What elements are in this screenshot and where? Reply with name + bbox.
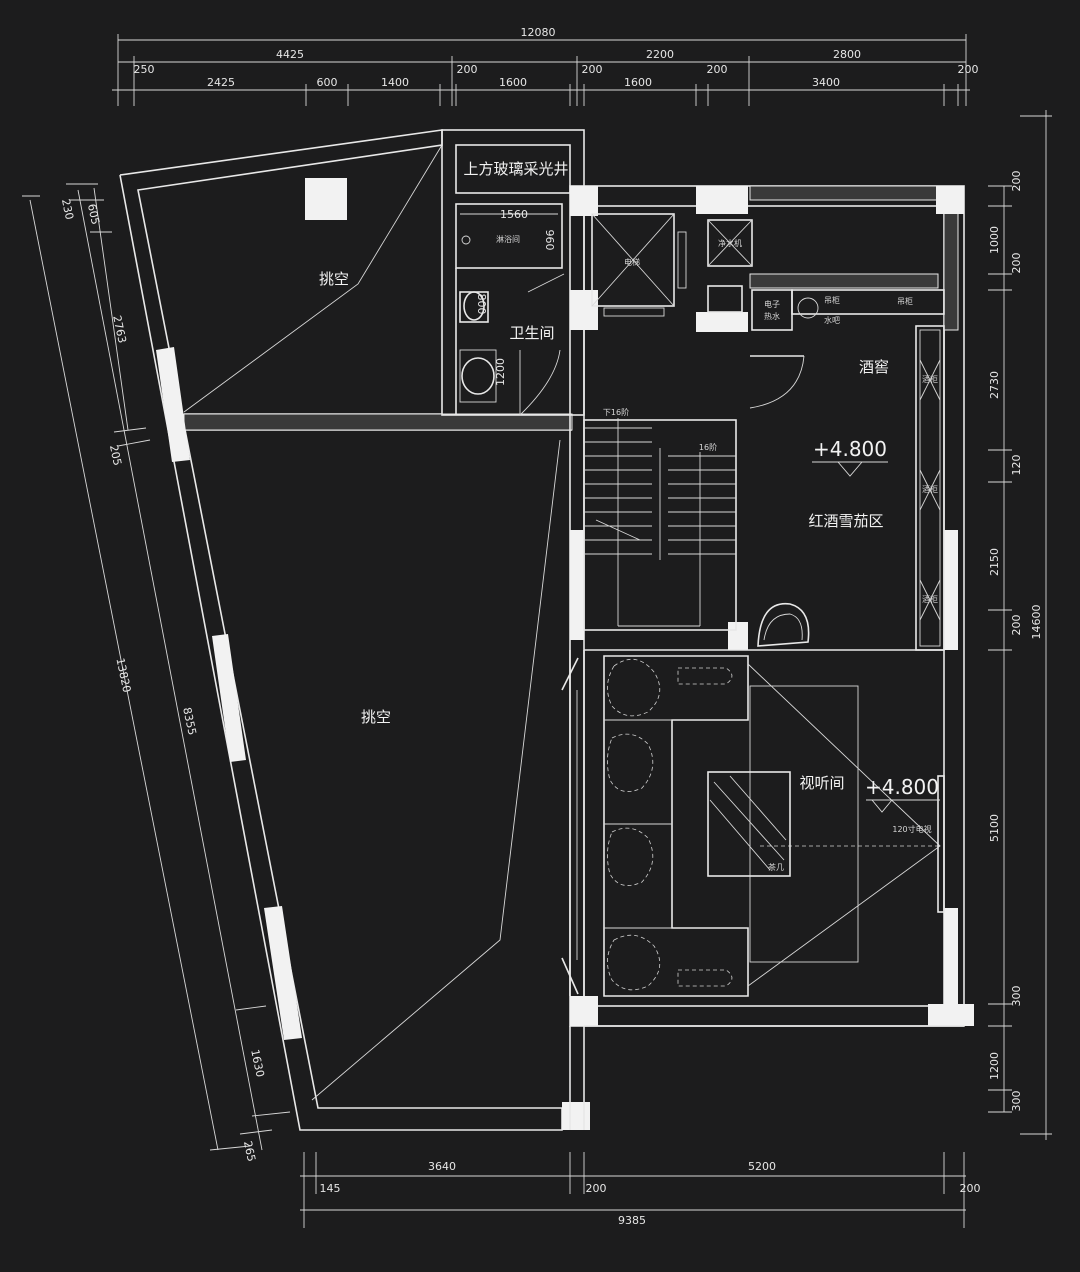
dim-top-250: 250 xyxy=(134,63,155,76)
window-1 xyxy=(156,347,190,462)
water-purifier-label: 净水机 xyxy=(718,238,742,248)
elevation-av: +4.800 xyxy=(865,775,939,799)
column-void xyxy=(305,178,347,220)
dim-top-3400: 3400 xyxy=(812,76,840,89)
dim-right-300b: 300 xyxy=(1010,1091,1023,1112)
room-cigar-area: 红酒雪茄区 xyxy=(808,512,883,530)
dim-bath-1560: 1560 xyxy=(500,208,528,221)
room-skylight: 上方玻璃采光井 xyxy=(463,160,568,178)
bar-label-2: 水吧 xyxy=(824,315,840,325)
right-dimensions: 200 1000 200 2730 120 2150 200 5100 300 … xyxy=(988,110,1052,1140)
dim-bottom-5200: 5200 xyxy=(748,1160,776,1173)
dim-right-200a: 200 xyxy=(1010,171,1023,192)
room-bathroom: 卫生间 xyxy=(509,324,554,342)
dim-left-265: 265 xyxy=(241,1140,258,1163)
dim-top-200b: 200 xyxy=(582,63,603,76)
dim-top-2200: 2200 xyxy=(646,48,674,61)
bar-label-1: 吊柜 xyxy=(824,295,840,305)
shower-label: 淋浴间 xyxy=(496,234,520,244)
room-wine-cellar: 酒窖 xyxy=(859,358,889,376)
room-void-upper: 挑空 xyxy=(319,270,349,288)
dim-bottom-overall: 9385 xyxy=(618,1214,646,1227)
cabinet-label-3: 酒柜 xyxy=(922,594,938,604)
dim-right-1000: 1000 xyxy=(988,226,1001,254)
dim-top-200a: 200 xyxy=(457,63,478,76)
dim-left-605: 605 xyxy=(85,203,102,226)
elevation-cigar: +4.800 xyxy=(813,437,887,461)
dim-top-1600b: 1600 xyxy=(624,76,652,89)
dim-top-2800: 2800 xyxy=(833,48,861,61)
av-room: 茶几 120寸电视 xyxy=(561,649,945,997)
bottom-dimensions: 3640 5200 145 200 200 9385 xyxy=(300,1152,981,1228)
dim-top-200c: 200 xyxy=(707,63,728,76)
wine-cellar: 酒柜 酒柜 酒柜 xyxy=(749,325,945,651)
dim-top-2425: 2425 xyxy=(207,76,235,89)
heater-label-2: 热水 xyxy=(764,311,780,321)
dim-top-600: 600 xyxy=(317,76,338,89)
dim-right-overall: 14600 xyxy=(1030,605,1043,640)
coffee-table-label: 茶几 xyxy=(768,862,784,872)
slab-edge-hatch xyxy=(183,413,573,431)
dim-top-4425: 4425 xyxy=(276,48,304,61)
tv-label: 120寸电视 xyxy=(892,824,931,834)
room-av: 视听间 xyxy=(799,774,844,792)
elevator-label: 电梯 xyxy=(624,257,640,267)
window-3 xyxy=(264,906,302,1040)
dim-right-200c: 200 xyxy=(1010,615,1023,636)
utility-area: 净水机 电子 热水 吊柜 水吧 吊柜 xyxy=(707,219,945,331)
dim-right-2730: 2730 xyxy=(988,371,1001,399)
wall-hatch-right xyxy=(943,209,959,331)
dim-bath-800: 800 xyxy=(475,294,488,315)
cabinet-label-2: 酒柜 xyxy=(922,484,938,494)
stairs-up-label: 16阶 xyxy=(699,442,717,452)
room-labels: 上方玻璃采光井 挑空 挑空 卫生间 酒窖 红酒雪茄区 视听间 +4.800 +4… xyxy=(319,160,939,799)
left-dimensions: 230 605 2763 205 13820 8355 1630 265 xyxy=(22,183,291,1163)
dim-left-1630: 1630 xyxy=(248,1048,267,1078)
dim-right-5100: 5100 xyxy=(988,814,1001,842)
dim-top-1600a: 1600 xyxy=(499,76,527,89)
dim-left-230: 230 xyxy=(59,198,76,221)
dim-bath-960: 960 xyxy=(543,230,556,251)
heater-label-1: 电子 xyxy=(764,299,780,309)
room-void-lower: 挑空 xyxy=(361,708,391,726)
dim-right-120: 120 xyxy=(1010,455,1023,476)
top-dimensions: 12080 4425 2200 2800 250 2425 600 1400 2… xyxy=(112,26,979,106)
wall-hatch-top xyxy=(749,185,939,201)
dim-top-1400: 1400 xyxy=(381,76,409,89)
dim-left-13820: 13820 xyxy=(113,657,133,694)
dim-right-1200: 1200 xyxy=(988,1052,1001,1080)
dim-bottom-145: 145 xyxy=(320,1182,341,1195)
wall-hatch-mid xyxy=(749,273,939,289)
sideboard-label: 吊柜 xyxy=(897,296,913,306)
dim-bottom-200b: 200 xyxy=(960,1182,981,1195)
dim-left-205: 205 xyxy=(107,444,124,467)
bathroom-fixtures: 淋浴间 1560 960 800 1200 xyxy=(459,208,565,416)
exterior-walls xyxy=(119,129,974,1131)
dim-bottom-3640: 3640 xyxy=(428,1160,456,1173)
dim-bottom-200a: 200 xyxy=(586,1182,607,1195)
dim-right-200b: 200 xyxy=(1010,253,1023,274)
dim-left-8355: 8355 xyxy=(180,706,199,736)
dim-top-200d: 200 xyxy=(958,63,979,76)
dim-top-overall: 12080 xyxy=(521,26,556,39)
stairs-down-label: 下16阶 xyxy=(603,407,629,417)
window-2 xyxy=(212,634,246,762)
dim-right-300a: 300 xyxy=(1010,986,1023,1007)
cabinet-label-1: 酒柜 xyxy=(922,374,938,384)
dim-right-2150: 2150 xyxy=(988,548,1001,576)
dim-bath-1200: 1200 xyxy=(494,358,507,386)
staircase: 下16阶 16阶 xyxy=(583,407,737,631)
elevator: 电梯 xyxy=(591,213,687,317)
dim-left-2763: 2763 xyxy=(110,314,129,344)
